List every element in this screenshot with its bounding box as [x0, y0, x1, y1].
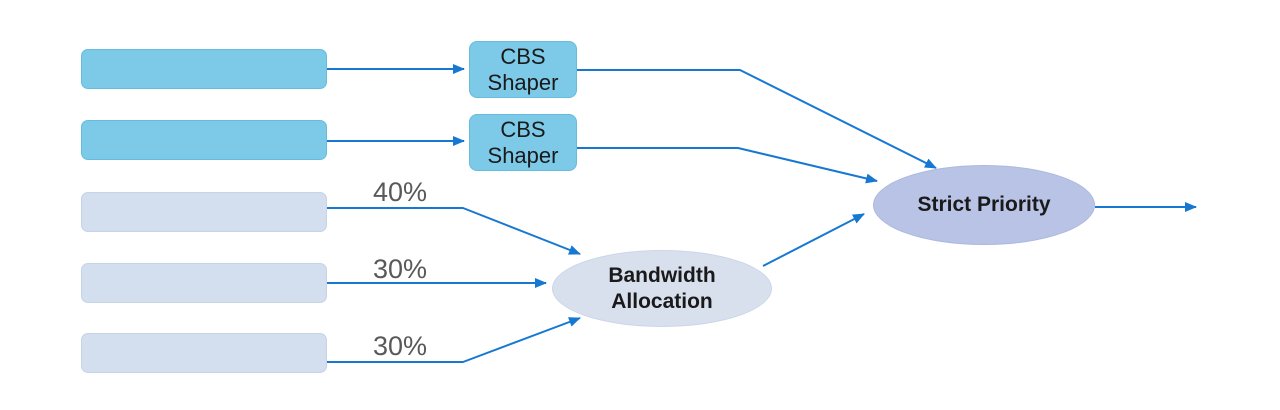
queue-bar-5	[81, 333, 327, 373]
arrow-cbs2-to-strict-priority	[577, 147, 878, 184]
arrow-bandwidth-to-strict-priority	[762, 213, 865, 267]
arrow-queue3-to-bandwidth	[327, 207, 581, 255]
queue-bar-2	[81, 120, 327, 160]
flow-label-40pct: 40%	[372, 177, 428, 207]
node-cbs-shaper-2: CBS Shaper	[469, 114, 577, 171]
flow-label-30pct-mid: 30%	[372, 254, 428, 284]
arrow-cbs1-to-strict-priority	[577, 69, 937, 169]
node-strict-priority: Strict Priority	[873, 165, 1095, 245]
queue-bar-3	[81, 192, 327, 232]
flow-label-30pct-bottom: 30%	[372, 331, 428, 361]
node-bandwidth-allocation: Bandwidth Allocation	[552, 250, 772, 327]
queue-bar-4	[81, 263, 327, 303]
queue-bar-1	[81, 49, 327, 89]
node-cbs-shaper-1: CBS Shaper	[469, 41, 577, 98]
